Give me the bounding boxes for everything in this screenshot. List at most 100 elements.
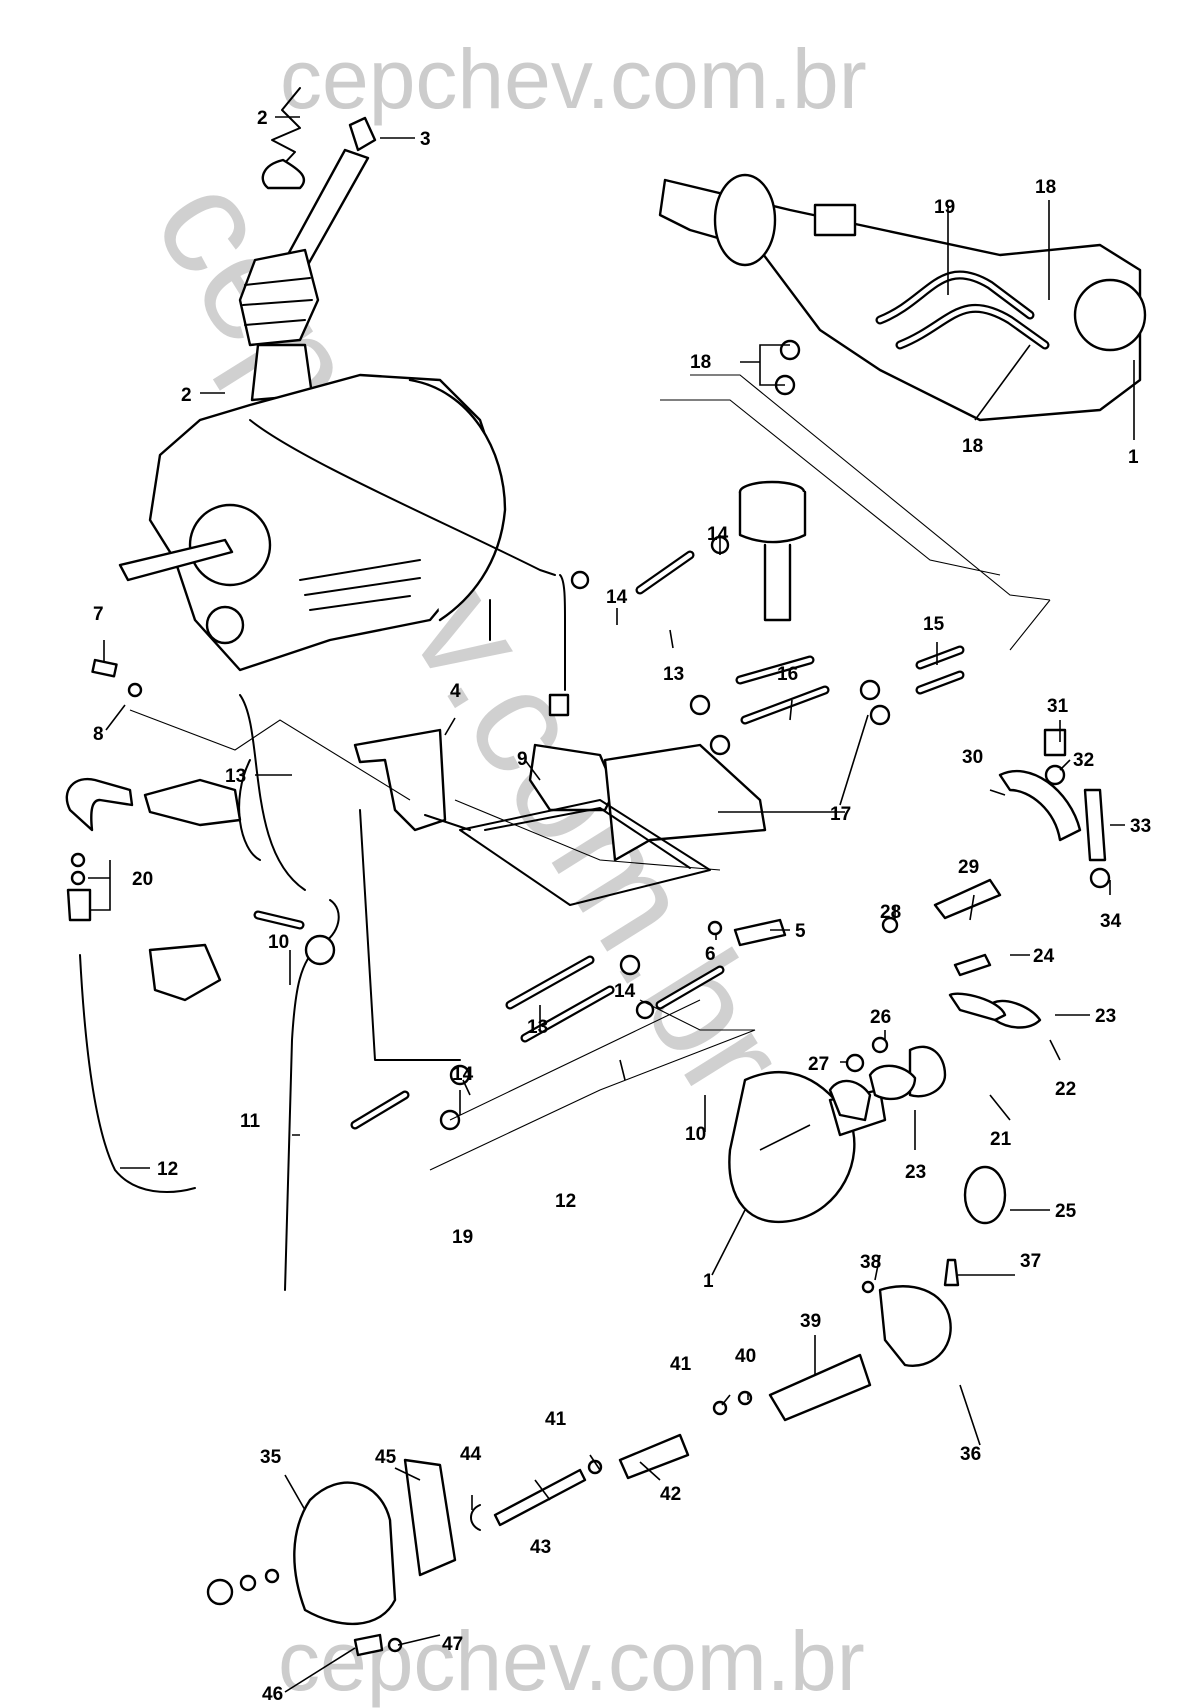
callout-1-axle: 1 [1128, 447, 1139, 468]
housing-21 [908, 1045, 947, 1098]
fitting-37 [943, 1258, 960, 1287]
bearing-cap [205, 605, 245, 645]
plug-38 [861, 1280, 875, 1294]
callout-12-left: 12 [157, 1159, 178, 1180]
hose-12-left [79, 954, 196, 1193]
bolt-7 [91, 658, 118, 678]
washer-8 [127, 682, 143, 698]
mounting-plate [603, 743, 767, 862]
callout-19-axle: 19 [934, 197, 955, 218]
watermark-top: cepchev.com.br [280, 32, 867, 126]
washer-41 [712, 1400, 728, 1416]
spring-42 [618, 1433, 690, 1480]
grommet [304, 934, 336, 966]
rear-axle [658, 173, 1147, 422]
fork-30 [998, 769, 1082, 842]
shift-lever-assembly [238, 87, 377, 402]
callout-7: 7 [93, 604, 104, 625]
washer-6 [707, 920, 723, 936]
callout-37: 37 [1020, 1251, 1041, 1272]
callout-4: 4 [450, 681, 461, 702]
callout-5: 5 [795, 921, 806, 942]
callout-40: 40 [735, 1346, 756, 1367]
line-13 [239, 694, 306, 891]
lever-knob [348, 116, 377, 152]
callout-25: 25 [1055, 1201, 1077, 1222]
selector-cable-top [249, 419, 556, 576]
diaphragm-35 [293, 1481, 397, 1626]
watermark: cepchev.com.br cepchev.com.br cepchev.co… [123, 32, 867, 1708]
valve-block-9 [528, 743, 617, 812]
stud-24 [953, 953, 992, 977]
gasket-45 [403, 1458, 457, 1577]
callout-35: 35 [260, 1447, 282, 1468]
callout-2-lever: 2 [181, 385, 192, 406]
differential-cover [1073, 278, 1147, 352]
callout-18-left: 18 [690, 352, 711, 373]
callout-34: 34 [1100, 911, 1122, 932]
callout-47: 47 [442, 1634, 463, 1655]
solenoid-10 [148, 943, 222, 1002]
callout-14-a: 14 [606, 587, 628, 608]
callout-41-upper: 41 [670, 1354, 692, 1375]
callout-6: 6 [705, 944, 716, 965]
clip-44 [470, 1504, 481, 1531]
pushrod-43 [493, 1468, 587, 1527]
callout-36: 36 [960, 1444, 981, 1465]
callout-14-b: 14 [707, 524, 729, 545]
callout-21: 21 [990, 1129, 1012, 1150]
actuator-assembly [206, 728, 1111, 1657]
callout-28: 28 [880, 902, 901, 923]
callout-31: 31 [1047, 696, 1069, 717]
callout-42: 42 [660, 1484, 681, 1505]
fork-22 [948, 992, 1007, 1022]
rod-33 [1083, 788, 1107, 862]
callout-16: 16 [777, 664, 798, 685]
callout-18-top: 18 [1035, 177, 1056, 198]
cable-end [559, 574, 566, 691]
callout-13-upper: 13 [663, 664, 684, 685]
elbow-fitting [65, 777, 134, 832]
callout-labels: 2 3 2 19 18 18 18 1 7 8 4 13 9 14 14 13 … [93, 108, 1151, 1705]
transmission [118, 373, 566, 691]
callout-20: 20 [132, 869, 153, 890]
callout-14-c: 14 [452, 1064, 474, 1085]
washer-28 [881, 916, 899, 934]
callout-13-line: 13 [225, 766, 246, 787]
retaining-clip [271, 87, 301, 169]
bracket-4 [353, 728, 447, 832]
bell-housing [408, 378, 507, 622]
callout-23-lower: 23 [905, 1162, 926, 1183]
reservoir-outlet [763, 543, 792, 622]
reservoir [738, 490, 807, 544]
plug-34 [1089, 867, 1111, 889]
nut-40 [737, 1390, 753, 1406]
callout-12-lower: 12 [555, 1191, 576, 1212]
axle-bracket [813, 203, 857, 237]
callout-24: 24 [1033, 946, 1055, 967]
callout-39: 39 [800, 1311, 821, 1332]
callout-46: 46 [262, 1684, 283, 1705]
callout-3: 3 [420, 129, 431, 150]
cap [206, 1578, 234, 1606]
output-flange [188, 503, 272, 587]
callout-30: 30 [962, 747, 983, 768]
leader-lines [88, 116, 1135, 1693]
callout-22: 22 [1055, 1079, 1076, 1100]
callout-29: 29 [958, 857, 979, 878]
washer-27 [845, 1053, 865, 1073]
callout-43: 43 [530, 1537, 551, 1558]
washer-41b [587, 1459, 603, 1475]
callout-1-booster: 1 [703, 1271, 714, 1292]
booster-1 [728, 1070, 856, 1223]
callout-27: 27 [808, 1054, 829, 1075]
seal-25 [963, 1165, 1007, 1225]
callout-8: 8 [93, 724, 104, 745]
callout-23-right: 23 [1095, 1006, 1116, 1027]
boot-pleats [242, 277, 313, 326]
callout-9: 9 [517, 749, 528, 770]
gasket-23 [828, 1079, 872, 1122]
plunger-29 [933, 878, 1002, 920]
nut-32 [1044, 764, 1066, 786]
